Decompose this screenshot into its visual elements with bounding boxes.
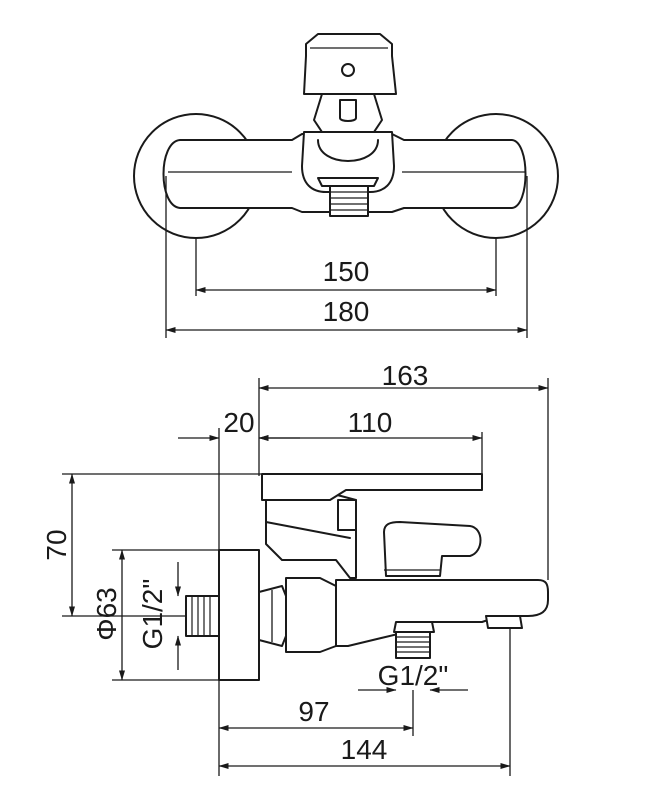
valve-step (337, 499, 357, 531)
outlet-thread-side (395, 631, 431, 659)
dim-label-20: 20 (223, 407, 254, 438)
inlet-thread-hatch (191, 596, 211, 636)
outlet-thread-side-hatch (396, 636, 430, 653)
dim-label-70: 70 (41, 529, 72, 560)
dim-label-180: 180 (323, 296, 370, 327)
dim-label-150: 150 (323, 256, 370, 287)
dim-label-97: 97 (298, 696, 329, 727)
dim-label-63: Φ63 (91, 587, 122, 640)
dim-label-163: 163 (382, 360, 429, 391)
escutcheon-plate (218, 549, 260, 681)
dim-label-110: 110 (348, 407, 393, 438)
lever-handle-side[interactable] (261, 473, 483, 501)
inlet-thread (185, 595, 220, 637)
outlet-connector (393, 621, 435, 633)
outlet-thread-hatch (330, 191, 368, 211)
valve-cup (317, 139, 379, 162)
top-view: 150 180 (133, 33, 559, 338)
valve-collar (317, 177, 379, 187)
outlet-thread-top (329, 185, 369, 217)
valve-shoulder (265, 521, 351, 539)
diverter-button[interactable] (485, 615, 523, 629)
dim-label-144: 144 (341, 734, 388, 765)
connector-body (285, 577, 337, 653)
spout-body[interactable] (335, 579, 549, 647)
side-view: 163 20 110 70 Φ63 G1/2" G1/2" 97 (41, 360, 549, 776)
lever-slot (339, 99, 357, 122)
lever-neck (313, 93, 383, 133)
dim-label-inlet-thread: G1/2" (137, 579, 168, 650)
dim-label-outlet-thread: G1/2" (378, 660, 449, 691)
diverter-knob[interactable] (383, 521, 482, 577)
lever-screw-hole (341, 63, 355, 77)
